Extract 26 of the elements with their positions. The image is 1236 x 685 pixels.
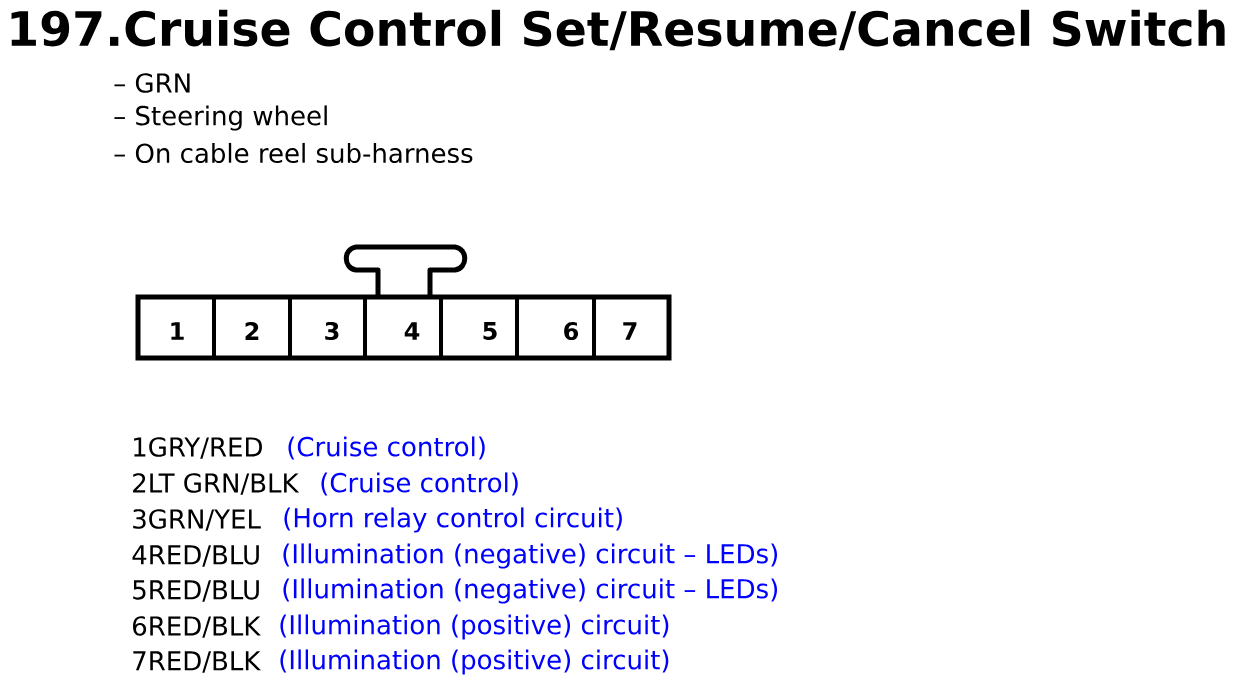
pin-cell: 7 bbox=[592, 295, 671, 360]
pin-cell: 6 bbox=[515, 295, 596, 360]
note: – Steering wheel bbox=[114, 105, 327, 131]
wire-color: 5RED/BLU bbox=[133, 580, 259, 602]
pin-cell: 4 bbox=[363, 295, 443, 360]
pin-cell: 5 bbox=[439, 295, 519, 360]
circuit-description: (Illumination (negative) circuit – LEDs) bbox=[283, 543, 778, 569]
circuit-description: (Illumination (positive) circuit) bbox=[280, 649, 669, 675]
note: – GRN bbox=[114, 73, 190, 93]
circuit-description: (Cruise control) bbox=[288, 436, 485, 460]
note: – On cable reel sub-harness bbox=[114, 142, 473, 164]
wire-color: 4RED/BLU bbox=[132, 545, 259, 567]
wire-color: 3GRN/YEL bbox=[133, 509, 261, 531]
pin-cell: 1 bbox=[136, 295, 216, 360]
wire-color: 7RED/BLK bbox=[133, 651, 261, 673]
pin-cell: 2 bbox=[212, 295, 292, 360]
wire-color: 6RED/BLK bbox=[133, 616, 261, 638]
circuit-description: (Illumination (positive) circuit) bbox=[280, 614, 669, 640]
title: 197.Cruise Control Set/Resume/Cancel Switch bbox=[11, 9, 1225, 51]
circuit-description: (Cruise control) bbox=[321, 472, 518, 496]
circuit-description: (Horn relay control circuit) bbox=[284, 507, 622, 533]
pin-cell: 3 bbox=[288, 295, 367, 360]
circuit-description: (Illumination (negative) circuit – LEDs) bbox=[283, 578, 778, 604]
wire-color: 2LT GRN/BLK bbox=[133, 473, 300, 495]
connector-drawing bbox=[135, 244, 672, 361]
wire-color: 1GRY/RED bbox=[134, 437, 262, 459]
